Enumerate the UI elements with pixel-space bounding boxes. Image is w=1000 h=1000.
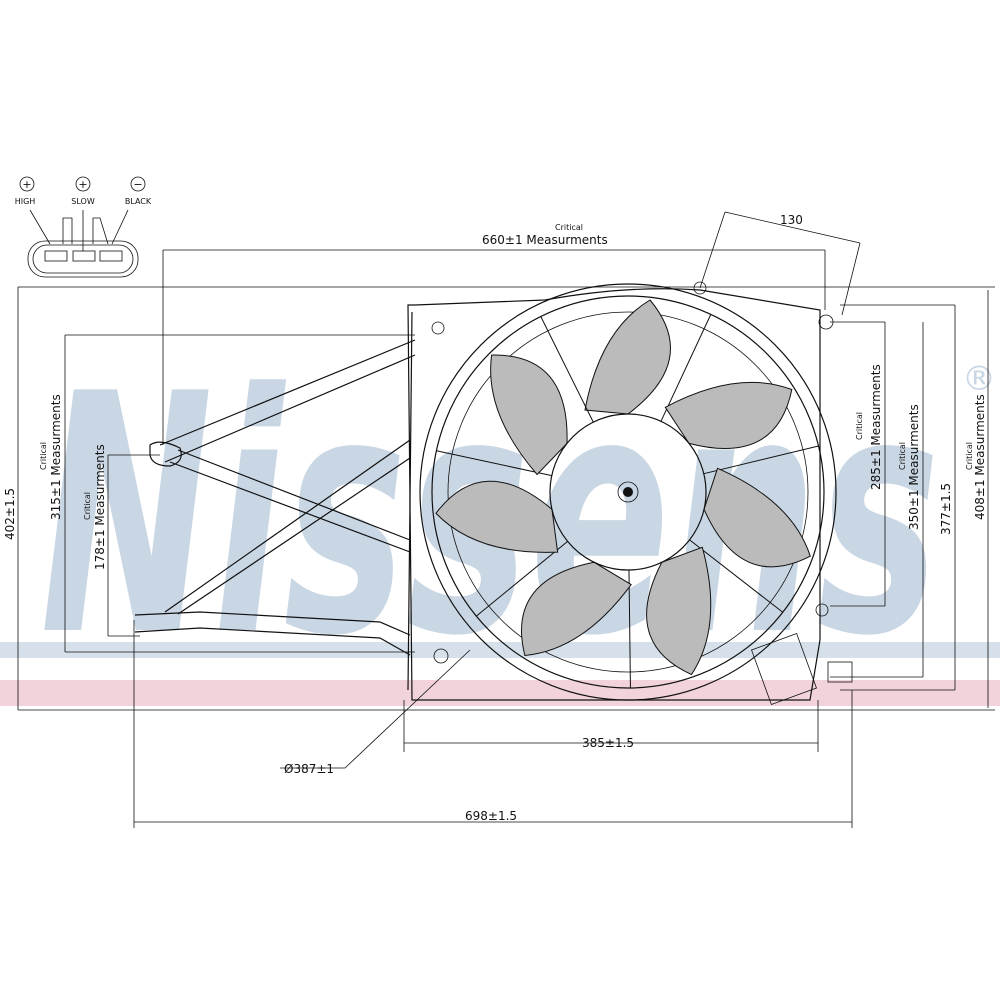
fan-strut	[703, 445, 819, 475]
dim-350: 350±1 Measurments	[907, 404, 921, 530]
fan-shroud	[407, 281, 853, 705]
pin-black-label: BLACK	[125, 197, 152, 206]
dim-178-note: Critical	[83, 492, 92, 520]
fan	[419, 283, 837, 701]
fan-blade	[646, 546, 712, 676]
dim-315: 315±1 Measurments	[49, 394, 63, 520]
fan-strut	[660, 314, 712, 422]
dim-377: 377±1.5	[939, 483, 953, 535]
fan-blade	[490, 354, 568, 476]
dimension-lines	[17, 211, 995, 828]
dim-diameter: Ø387±1	[284, 762, 334, 776]
pin-slow-symbol: +	[78, 178, 87, 191]
dim-385: 385±1.5	[582, 736, 634, 750]
dim-178: 178±1 Measurments	[93, 444, 107, 570]
dim-660: 660±1 Measurments	[482, 233, 608, 247]
watermark-band-pink	[0, 680, 1000, 706]
connector-diagram: + + − HIGH SLOW BLACK	[15, 176, 152, 278]
fan-strut	[436, 450, 552, 477]
fan-strut	[689, 539, 784, 613]
dim-285-note: Critical	[855, 412, 864, 440]
dim-660-note: Critical	[555, 223, 583, 232]
dim-408: 408±1 Measurments	[973, 394, 987, 520]
watermark-registered: ®	[962, 359, 996, 399]
pin-high-symbol: +	[22, 178, 31, 191]
dim-698: 698±1.5	[465, 809, 517, 823]
fan-blade	[521, 561, 632, 656]
fan-blade	[435, 480, 559, 553]
pin-slow-label: SLOW	[71, 197, 95, 206]
fan-strut	[540, 316, 594, 423]
fan-strut	[628, 569, 631, 688]
dimension-labels: Critical 660±1 Measurments 130 402±1.5 C…	[3, 213, 987, 823]
pin-high-label: HIGH	[15, 197, 36, 206]
dim-285: 285±1 Measurments	[869, 364, 883, 490]
dim-408-note: Critical	[965, 442, 974, 470]
fan-strut	[475, 541, 568, 617]
fan-blade	[584, 299, 671, 415]
support-arms	[134, 339, 416, 656]
fan-blade	[664, 381, 793, 450]
dim-402: 402±1.5	[3, 488, 17, 540]
dim-315-note: Critical	[39, 442, 48, 470]
dim-350-note: Critical	[898, 442, 907, 470]
fan-blade	[703, 467, 811, 568]
pin-black-symbol: −	[133, 178, 142, 191]
dim-130: 130	[780, 213, 803, 227]
resistor-connector	[751, 633, 817, 705]
